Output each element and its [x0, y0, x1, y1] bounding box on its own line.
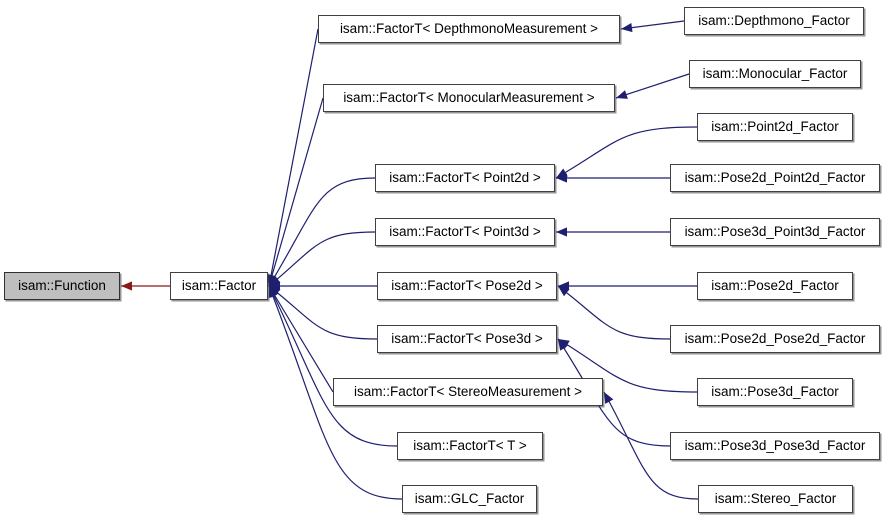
class-node-factor[interactable]: isam::Factor [170, 272, 268, 300]
arrowhead-factor-to-function [121, 281, 132, 291]
arrowhead-ft_pose2d-to-factor [269, 281, 280, 291]
class-node-label: isam::Pose2d_Factor [711, 278, 839, 294]
class-node-ft_depthmono[interactable]: isam::FactorT< DepthmonoMeasurement > [318, 15, 620, 43]
class-node-label: isam::Pose2d_Pose2d_Factor [684, 331, 866, 347]
class-node-label: isam::FactorT< Point2d > [389, 170, 541, 186]
class-node-pose2d_point2d_factor[interactable]: isam::Pose2d_Point2d_Factor [670, 164, 880, 192]
class-node-ft_monocular[interactable]: isam::FactorT< MonocularMeasurement > [323, 84, 615, 112]
class-node-monocular_factor[interactable]: isam::Monocular_Factor [689, 60, 861, 88]
arrowhead-pose3d_pose3d_factor-to-ft_pose3d [558, 339, 568, 351]
class-node-label: isam::FactorT< Pose3d > [391, 331, 543, 347]
inheritance-edge-ft_t-to-factor [268, 285, 398, 447]
class-node-ft_pose3d[interactable]: isam::FactorT< Pose3d > [377, 325, 557, 353]
class-node-function[interactable]: isam::Function [4, 272, 120, 300]
class-node-stereo_factor[interactable]: isam::Stereo_Factor [698, 485, 853, 513]
arrowhead-point2d_factor-to-ft_point2d [556, 168, 568, 178]
inheritance-edge-pose2d_pose2d_factor-to-ft_pose2d [557, 285, 671, 340]
arrowhead-pose3d_factor-to-ft_pose3d [558, 339, 570, 349]
arrowhead-pose2d_factor-to-ft_pose2d [558, 281, 569, 291]
class-node-ft_t[interactable]: isam::FactorT< T > [397, 432, 543, 460]
inheritance-edge-ft_depthmono-to-factor [268, 28, 319, 287]
inheritance-edge-depthmono_factor-to-ft_depthmono [620, 20, 685, 30]
class-node-label: isam::GLC_Factor [414, 491, 525, 507]
class-node-label: isam::FactorT< MonocularMeasurement > [343, 90, 595, 106]
arrowhead-ft_monocular-to-factor [267, 274, 277, 286]
class-node-ft_point2d[interactable]: isam::FactorT< Point2d > [375, 164, 555, 192]
arrowhead-pose2d_point2d_factor-to-ft_point2d [556, 173, 567, 183]
arrowhead-ft_pose3d-to-factor [269, 286, 281, 297]
inheritance-edge-ft_monocular-to-factor [268, 97, 324, 287]
class-node-label: isam::Function [18, 278, 106, 294]
class-node-glc[interactable]: isam::GLC_Factor [402, 485, 537, 513]
class-node-point2d_factor[interactable]: isam::Point2d_Factor [697, 113, 853, 141]
class-node-label: isam::FactorT< StereoMeasurement > [353, 384, 583, 400]
class-node-ft_point3d[interactable]: isam::FactorT< Point3d > [375, 218, 555, 246]
arrowhead-stereo_factor-to-ft_stereo [604, 392, 614, 404]
class-node-label: isam::Pose3d_Factor [711, 384, 839, 400]
class-node-label: isam::Point2d_Factor [711, 119, 839, 135]
class-node-label: isam::FactorT< Point3d > [389, 224, 541, 240]
arrowhead-ft_t-to-factor [269, 286, 279, 298]
arrowhead-glc-to-factor [268, 286, 278, 298]
arrowhead-pose3d_point3d_factor-to-ft_point3d [556, 227, 567, 237]
arrowhead-ft_point2d-to-factor [269, 274, 279, 286]
class-node-label: isam::Monocular_Factor [702, 66, 848, 82]
class-node-label: isam::FactorT< T > [413, 438, 527, 454]
class-node-pose2d_factor[interactable]: isam::Pose2d_Factor [697, 272, 853, 300]
arrowhead-ft_stereo-to-factor [269, 286, 279, 298]
arrowhead-monocular_factor-to-ft_monocular [616, 90, 628, 99]
class-node-pose3d_point3d_factor[interactable]: isam::Pose3d_Point3d_Factor [670, 218, 880, 246]
class-node-pose3d_pose3d_factor[interactable]: isam::Pose3d_Pose3d_Factor [670, 432, 880, 460]
class-node-depthmono_factor[interactable]: isam::Depthmono_Factor [684, 7, 864, 35]
class-node-label: isam::FactorT< DepthmonoMeasurement > [339, 21, 599, 37]
class-node-pose3d_factor[interactable]: isam::Pose3d_Factor [697, 378, 853, 406]
class-node-label: isam::Pose3d_Pose3d_Factor [684, 438, 866, 454]
class-node-pose2d_pose2d_factor[interactable]: isam::Pose2d_Pose2d_Factor [670, 325, 880, 353]
inheritance-edge-ft_point2d-to-factor [268, 177, 376, 287]
class-node-label: isam::Stereo_Factor [714, 491, 837, 507]
class-node-ft_pose2d[interactable]: isam::FactorT< Pose2d > [377, 272, 557, 300]
arrowhead-depthmono_factor-to-ft_depthmono [621, 23, 633, 33]
inheritance-edge-ft_point3d-to-factor [268, 231, 376, 287]
class-node-label: isam::Depthmono_Factor [698, 13, 850, 29]
inheritance-edge-monocular_factor-to-ft_monocular [615, 73, 690, 99]
class-node-label: isam::FactorT< Pose2d > [391, 278, 543, 294]
inheritance-edge-ft_pose3d-to-factor [268, 285, 378, 340]
class-node-label: isam::Pose2d_Point2d_Factor [684, 170, 866, 186]
arrowhead-ft_point3d-to-factor [269, 275, 281, 286]
class-node-ft_stereo[interactable]: isam::FactorT< StereoMeasurement > [333, 378, 603, 406]
class-node-label: isam::Factor [181, 278, 257, 294]
inheritance-edge-ft_stereo-to-factor [268, 285, 334, 393]
class-node-label: isam::Pose3d_Point3d_Factor [684, 224, 866, 240]
arrowhead-pose2d_pose2d_factor-to-ft_pose2d [558, 286, 570, 297]
